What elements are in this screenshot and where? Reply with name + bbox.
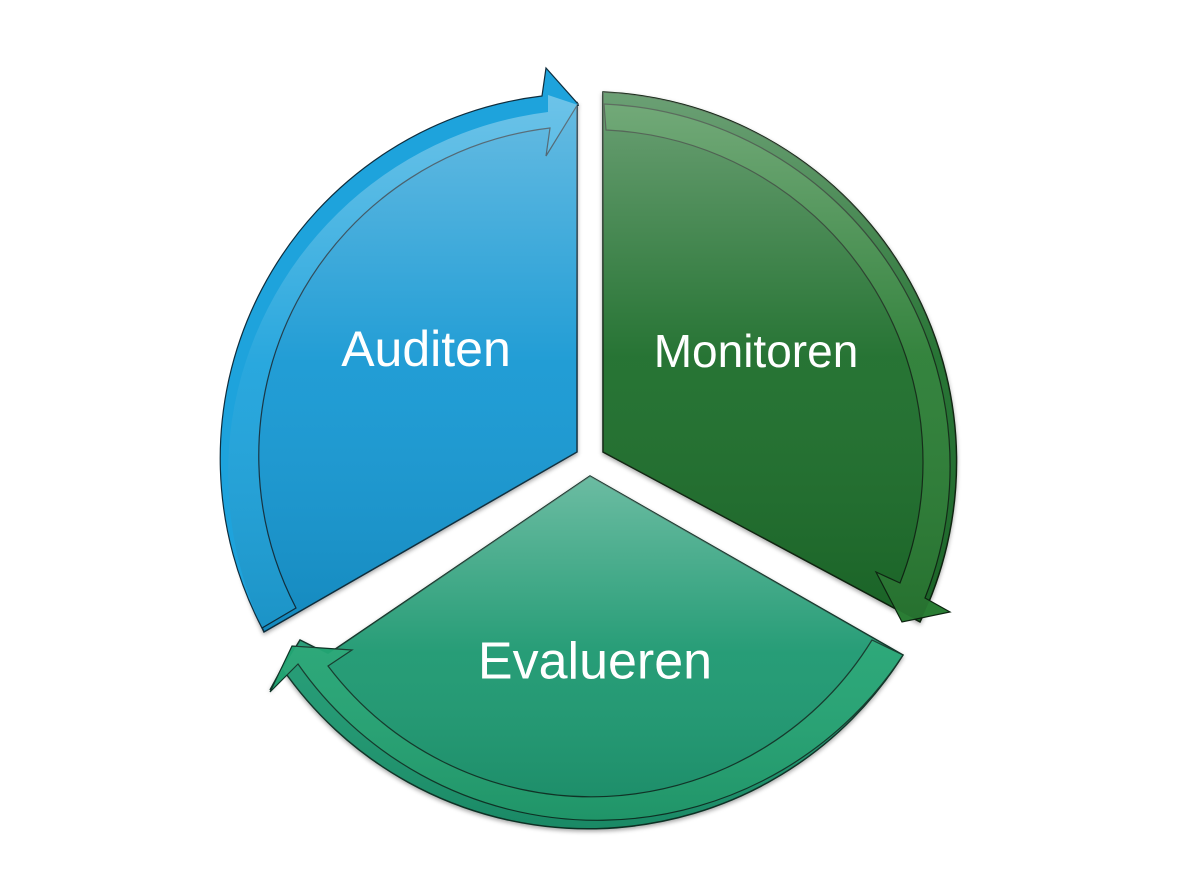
- segment-auditen: Auditen: [219, 66, 580, 634]
- segment-monitoren-gloss: [603, 92, 957, 622]
- segment-auditen-gloss: [228, 95, 579, 632]
- segment-monitoren: Monitoren: [602, 91, 958, 624]
- segment-evalueren-label: Evalueren: [478, 633, 712, 691]
- segment-evalueren-gloss: [270, 476, 903, 829]
- segment-evalueren: Evalueren: [269, 475, 905, 830]
- segment-auditen-label: Auditen: [341, 321, 511, 377]
- segment-monitoren-label: Monitoren: [654, 325, 859, 377]
